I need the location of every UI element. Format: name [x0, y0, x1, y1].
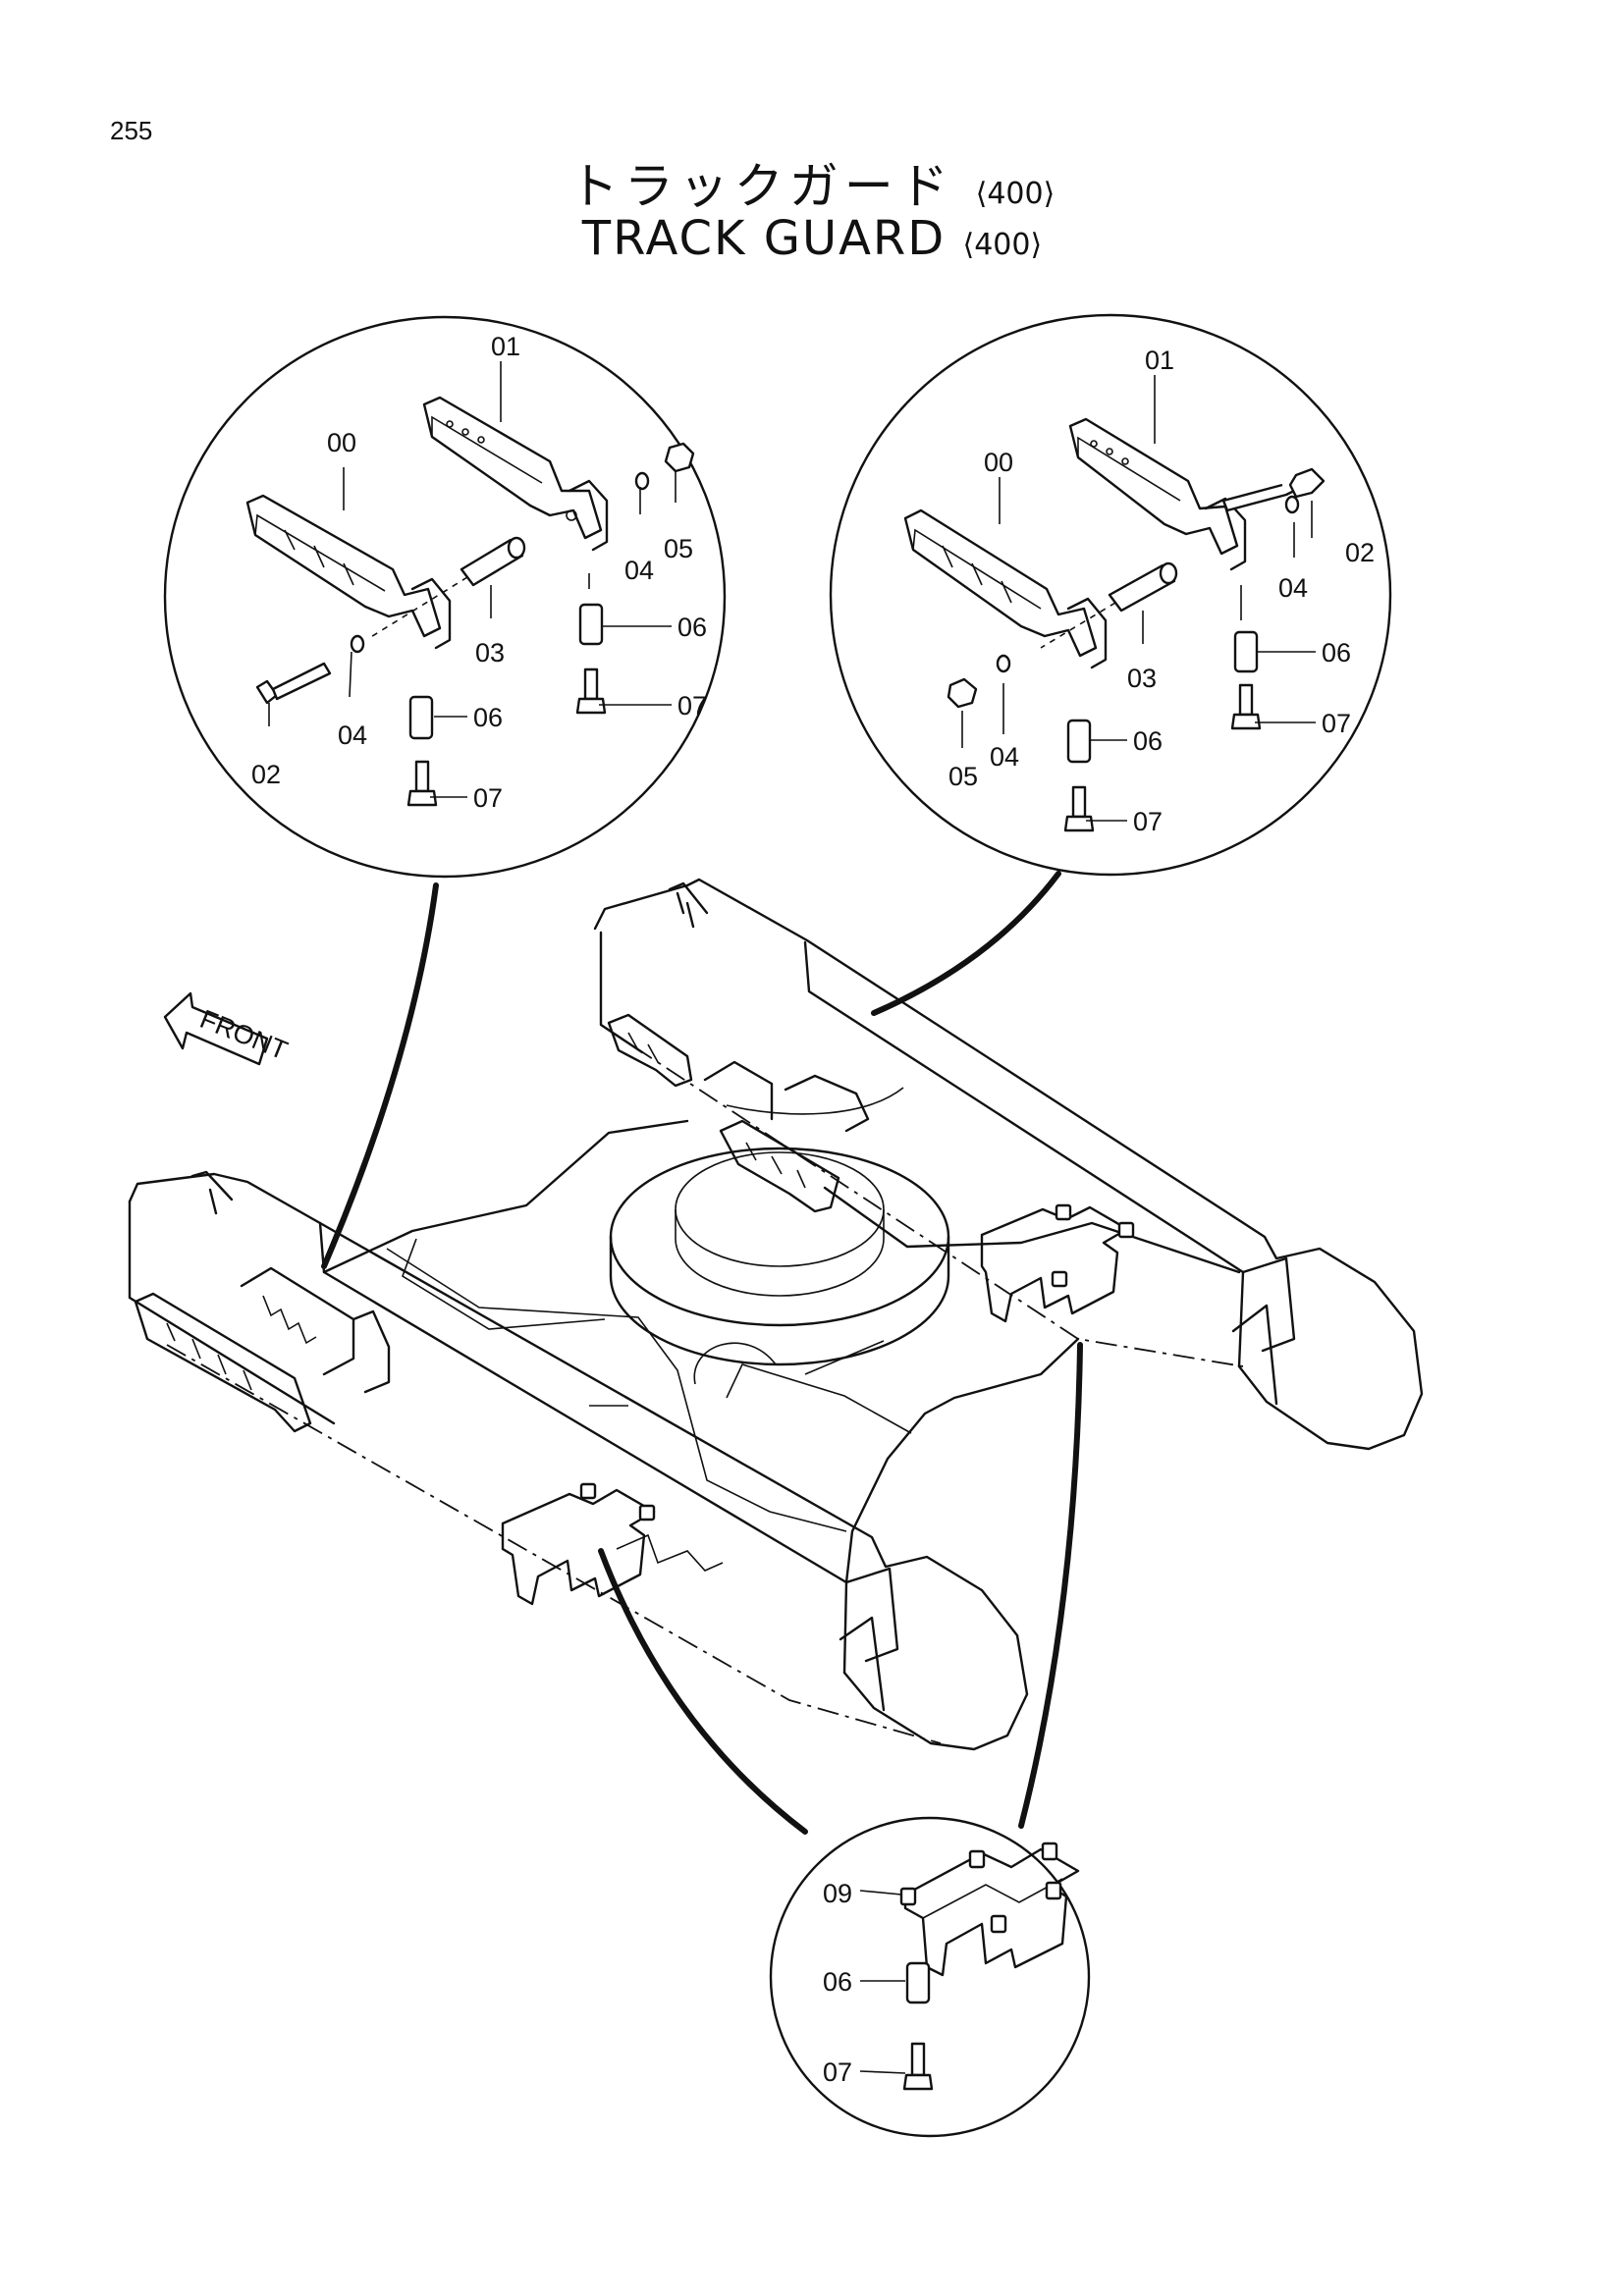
- detail-circle-right: 01 00 02 04 03 06 07 05 04 06 07: [829, 313, 1392, 877]
- callout-07: 07: [473, 783, 503, 813]
- bushing-part-06-upper: [578, 603, 604, 646]
- page-title-english: TRACK GUARD ⟨400⟩: [0, 211, 1624, 266]
- washer-part-04-upper: [1284, 495, 1300, 514]
- track-frame-rear: [593, 878, 1424, 1451]
- bolt-part-02: [255, 662, 332, 705]
- front-direction-arrow: FRONT: [163, 991, 292, 1065]
- swing-circle: [609, 1147, 950, 1366]
- leader-line-left: [321, 882, 439, 1269]
- washer-part-04-upper: [634, 471, 650, 491]
- lower-guard-part-09: [899, 1842, 1080, 1977]
- nut-part-05: [664, 442, 695, 473]
- callout-04: 04: [990, 742, 1019, 772]
- washer-part-04-lower: [996, 654, 1011, 673]
- bushing-part-06: [905, 1961, 931, 2004]
- callout-00: 00: [327, 428, 356, 457]
- callout-02: 02: [1345, 538, 1375, 567]
- model-code: ⟨400⟩: [962, 228, 1043, 262]
- callout-01: 01: [491, 332, 520, 361]
- bolt-part-02: [1221, 467, 1326, 512]
- bushing-part-06-upper: [1233, 630, 1259, 673]
- callout-09: 09: [823, 1879, 852, 1908]
- pin-part-03: [368, 536, 526, 639]
- bushing-part-06-lower: [1066, 719, 1092, 764]
- callout-06: 06: [823, 1967, 852, 1997]
- page-title-japanese: トラックガード ⟨400⟩: [0, 147, 1624, 218]
- callout-07: 07: [823, 2057, 852, 2087]
- bolt-part-07: [902, 2042, 934, 2091]
- callout-05: 05: [948, 762, 978, 791]
- lower-roller-guard-rear: [980, 1203, 1135, 1323]
- bolt-part-07-lower: [1063, 785, 1095, 832]
- guard-part-00: [903, 508, 1108, 669]
- callout-07: 07: [677, 691, 707, 721]
- undercarriage-frame: [128, 878, 1424, 1751]
- detail-circle-bottom: 09 06 07: [769, 1816, 1091, 2138]
- leader-line-bottom-left: [598, 1548, 808, 1835]
- guard-part-00: [245, 494, 452, 650]
- leader-line-right: [871, 871, 1061, 1016]
- callout-07: 07: [1133, 807, 1163, 836]
- callout-04: 04: [338, 721, 367, 750]
- callout-03: 03: [1127, 664, 1157, 693]
- callout-02: 02: [251, 760, 281, 789]
- bushing-part-06-lower: [408, 695, 434, 740]
- callout-06: 06: [1133, 726, 1163, 756]
- lower-roller-guard-front: [501, 1482, 724, 1606]
- nut-part-05: [947, 677, 978, 709]
- track-frame-front: [128, 1172, 1029, 1751]
- callout-00: 00: [984, 448, 1013, 477]
- title-en-text: TRACK GUARD: [581, 211, 947, 266]
- callout-06: 06: [677, 613, 707, 642]
- callout-04: 04: [1278, 573, 1308, 603]
- callout-01: 01: [1145, 346, 1174, 375]
- callout-07: 07: [1322, 709, 1351, 738]
- bolt-part-07-lower: [406, 760, 438, 807]
- callout-05: 05: [664, 534, 693, 563]
- callout-03: 03: [475, 638, 505, 667]
- leader-line-bottom-right: [1018, 1342, 1083, 1829]
- washer-part-04-lower: [350, 634, 365, 654]
- model-code: ⟨400⟩: [975, 177, 1056, 211]
- page-number: 255: [110, 116, 153, 145]
- callout-06: 06: [473, 703, 503, 732]
- detail-circle-left: 01 00 05 04 03 06 07 04 06 02 07: [163, 315, 727, 879]
- bolt-part-07-upper: [1230, 683, 1262, 730]
- guard-part-01: [1068, 417, 1247, 571]
- bolt-part-07-upper: [575, 667, 607, 715]
- callout-04: 04: [624, 556, 654, 585]
- callout-06: 06: [1322, 638, 1351, 667]
- center-x-frame: [322, 1119, 1241, 1584]
- pin-part-03: [1040, 561, 1178, 649]
- title-jp-text: トラックガード: [568, 158, 954, 215]
- guard-part-01: [422, 396, 609, 552]
